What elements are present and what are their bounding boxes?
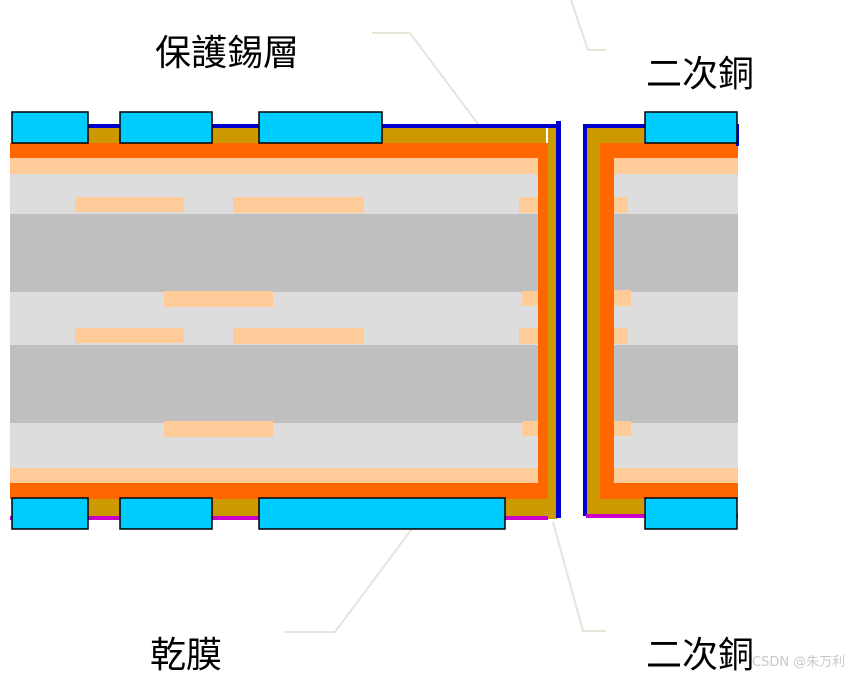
- dry-film-block: [11, 111, 89, 144]
- core-dark-layer: [10, 345, 538, 423]
- tin-layer-hole-wall: [548, 128, 557, 519]
- primary-copper-hole-wall: [600, 143, 614, 499]
- leader-line-dry-film: [285, 517, 421, 633]
- primary-copper-top: [600, 143, 738, 158]
- leader-lines: [285, 0, 606, 633]
- dry-film-block: [11, 497, 89, 530]
- tin-layer-bottom: [586, 499, 644, 514]
- dry-film-block: [258, 111, 383, 144]
- dry-film-block: [258, 497, 506, 530]
- watermark: CSDN @朱万利: [752, 655, 846, 670]
- secondary-copper-hole-line: [556, 121, 561, 518]
- right-board-section: [583, 111, 739, 530]
- core-dark-layer: [614, 214, 738, 292]
- prepreg-layer: [614, 158, 738, 174]
- prepreg-layer: [10, 158, 538, 174]
- core-dark-layer: [614, 345, 738, 423]
- core-light-layer: [614, 423, 738, 468]
- prepreg-layer: [10, 468, 538, 483]
- primary-copper-bottom: [600, 483, 738, 499]
- label-tin-protective-layer: 保護錫層: [155, 33, 300, 74]
- primary-copper-bottom: [10, 483, 548, 499]
- leader-line-plating-bottom: [552, 521, 606, 632]
- tin-layer-hole-wall: [586, 128, 600, 514]
- core-light-layer: [10, 423, 538, 468]
- leader-line-plating-top: [570, 0, 606, 51]
- inner-copper-traces: [614, 197, 631, 436]
- dry-film-blocks: [11, 111, 506, 530]
- label-dry-film: 乾膜: [150, 635, 223, 676]
- core-light-layer: [614, 174, 738, 214]
- leader-line-tin: [372, 32, 479, 125]
- dry-film-blocks: [644, 111, 738, 530]
- primary-copper-hole-wall: [538, 143, 548, 499]
- dry-film-block: [644, 497, 738, 530]
- dry-film-block: [119, 497, 213, 530]
- core-dark-layer: [10, 214, 538, 292]
- dry-film-block: [644, 111, 738, 144]
- prepreg-layer: [614, 468, 738, 483]
- tin-layer-top: [586, 128, 644, 143]
- primary-copper-top: [10, 143, 548, 158]
- dry-film-block: [119, 111, 213, 144]
- secondary-copper-hole-line: [583, 124, 587, 516]
- left-board-section: [10, 111, 561, 530]
- core-light-layer: [614, 292, 738, 345]
- inner-copper-traces: [75, 197, 538, 437]
- label-secondary-copper-bottom: 二次銅: [646, 635, 755, 676]
- label-secondary-copper-top: 二次銅: [646, 54, 755, 95]
